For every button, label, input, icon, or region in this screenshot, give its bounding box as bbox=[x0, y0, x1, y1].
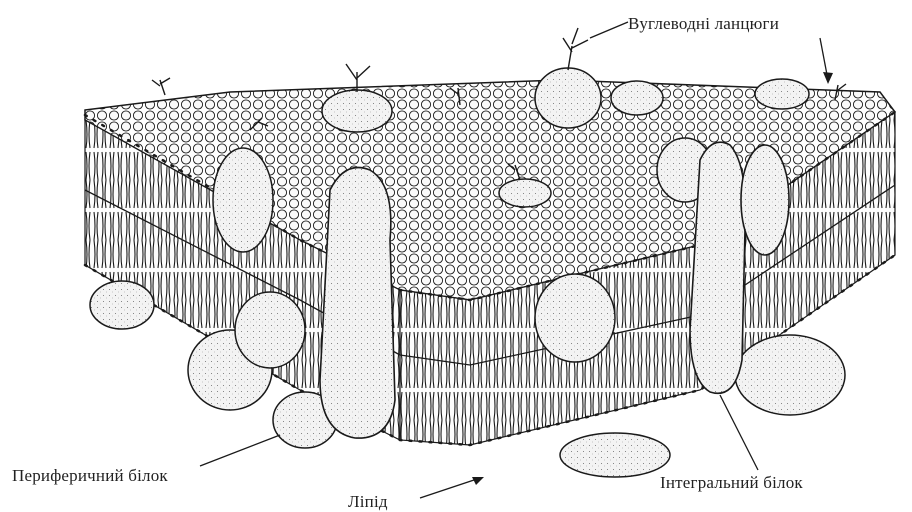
integral-protein-right bbox=[690, 142, 745, 393]
leader-peripheral bbox=[200, 435, 280, 466]
integral-protein-right-partner bbox=[741, 145, 789, 255]
integral-protein-left bbox=[320, 168, 395, 439]
label-lipid: Ліпід bbox=[348, 492, 388, 512]
leader-carbohydrate bbox=[590, 22, 628, 38]
label-integral-protein: Інтегральний білок bbox=[660, 473, 803, 493]
label-carbohydrate-chains: Вуглеводні ланцюги bbox=[628, 14, 779, 34]
label-peripheral-protein: Периферичний білок bbox=[12, 466, 168, 486]
leader-lipid bbox=[420, 478, 480, 498]
leader-integral bbox=[720, 395, 758, 470]
